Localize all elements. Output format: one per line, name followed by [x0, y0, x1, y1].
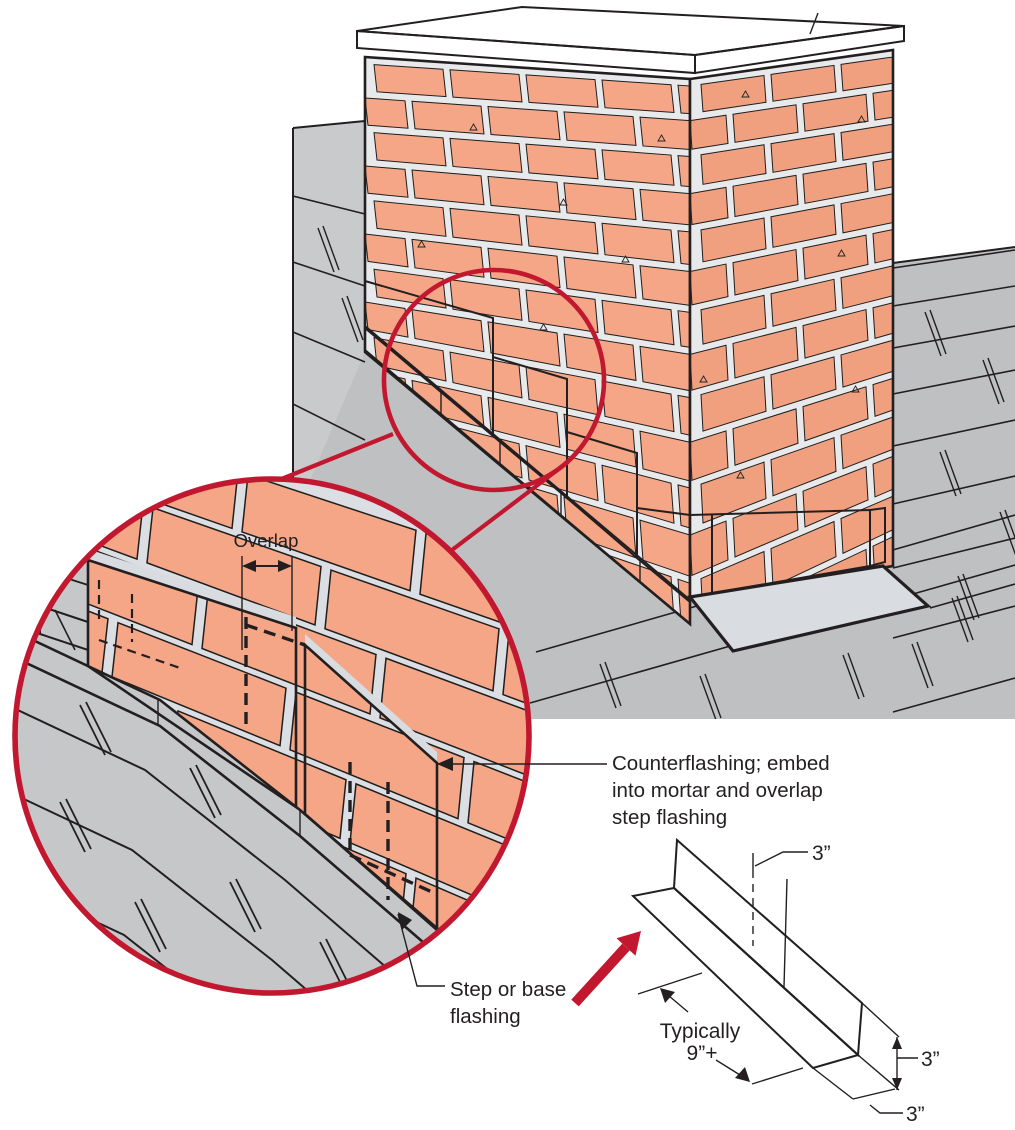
counterflashing-label-3: step flashing [612, 806, 727, 829]
overlap-label: Overlap [234, 530, 299, 551]
overlap-dimension [241, 556, 293, 650]
step-flashing-label-1: Step or base [450, 978, 566, 1001]
cap-top [356, 5, 905, 57]
cap-skirt-right [694, 24, 905, 75]
counterflashing-callout: Counterflashing; embed into mortar and o… [437, 752, 830, 829]
step-flashing-label-2: flashing [450, 1005, 521, 1028]
counterflashing-label-2: into mortar and overlap [612, 779, 823, 802]
dimension-bottom: 3” [812, 1067, 925, 1126]
dim-bottom-label: 3” [906, 1103, 925, 1126]
flashing-piece-detail: 3” 3” 3” Typically 9”+ [630, 837, 940, 1126]
dimension-right: 3” [857, 1002, 940, 1091]
chimney-cap [356, 5, 905, 75]
roof-left-plane [293, 121, 365, 520]
dim-right-label: 3” [921, 1048, 940, 1071]
magnifier-source-circle [381, 267, 607, 493]
magnifier-rim [12, 476, 532, 996]
chimney [356, 5, 932, 653]
dimension-top: 3” [752, 842, 831, 988]
counterflashing-label-1: Counterflashing; embed [612, 752, 830, 775]
magnifier-connector-line-right [450, 460, 570, 552]
hidden-edges [97, 580, 433, 900]
magnifier-detail-circle: Overlap [12, 476, 532, 996]
chimney-right-face [688, 48, 895, 602]
step-flashing-strip [364, 323, 691, 627]
dimension-length: Typically 9”+ [637, 972, 804, 1085]
counterflashing-band-right [689, 506, 886, 599]
apron-flashing [687, 564, 932, 653]
mortar-tick-marks [417, 90, 866, 479]
dim-top-label: 3” [812, 842, 831, 865]
detail-pointer-arrow [571, 931, 641, 1007]
typical-label-1: Typically [660, 1020, 741, 1043]
typical-label-2: 9”+ [687, 1042, 718, 1065]
step-flashing-callout: Step or base flashing [397, 912, 566, 1028]
